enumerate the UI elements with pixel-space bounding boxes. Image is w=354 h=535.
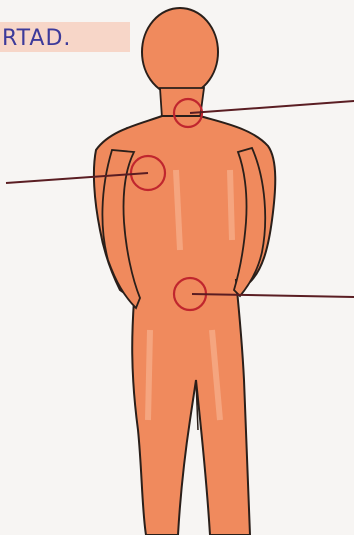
head bbox=[142, 8, 218, 96]
neck-pointer-line bbox=[190, 101, 354, 113]
human-figure bbox=[94, 8, 275, 535]
